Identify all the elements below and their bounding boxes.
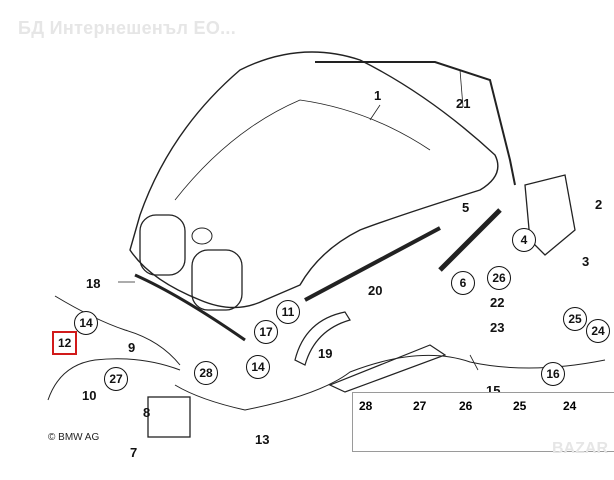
label-11: 11: [276, 300, 300, 324]
label-8: 8: [143, 405, 151, 420]
legend-item-24: 24: [563, 399, 577, 413]
label-19: 19: [318, 346, 333, 361]
label-6: 6: [451, 271, 475, 295]
legend-item-26: 26: [459, 399, 473, 413]
label-28: 28: [194, 361, 218, 385]
label-14a: 14: [74, 311, 98, 335]
highlighted-label-12: 12: [52, 331, 78, 355]
legend-item-28: 28: [359, 399, 373, 413]
legend-item-27: 27: [413, 399, 427, 413]
label-4: 4: [512, 228, 536, 252]
label-24: 24: [586, 319, 610, 343]
label-9: 9: [128, 340, 136, 355]
label-16: 16: [541, 362, 565, 386]
label-23: 23: [490, 320, 505, 335]
label-26: 26: [487, 266, 511, 290]
label-3: 3: [582, 254, 590, 269]
label-20: 20: [368, 283, 383, 298]
label-22: 22: [490, 295, 505, 310]
copyright: © BMW AG: [48, 432, 100, 443]
watermark-text: БД Интернешенъл ЕО...: [18, 18, 237, 38]
hood-shape: [129, 51, 499, 309]
label-18: 18: [86, 276, 101, 291]
legend-item-25: 25: [513, 399, 527, 413]
label-14b: 14: [246, 355, 270, 379]
label-2: 2: [595, 197, 603, 212]
fasteners-legend: 28 27 26 25 24: [352, 392, 614, 452]
label-27: 27: [104, 367, 128, 391]
label-25: 25: [563, 307, 587, 331]
label-5: 5: [462, 200, 470, 215]
label-10: 10: [82, 388, 97, 403]
label-21: 21: [456, 96, 471, 111]
label-7: 7: [130, 445, 138, 460]
label-13: 13: [255, 432, 270, 447]
label-1: 1: [374, 88, 382, 103]
corner-watermark: BAZAR: [552, 440, 608, 457]
label-17: 17: [254, 320, 278, 344]
